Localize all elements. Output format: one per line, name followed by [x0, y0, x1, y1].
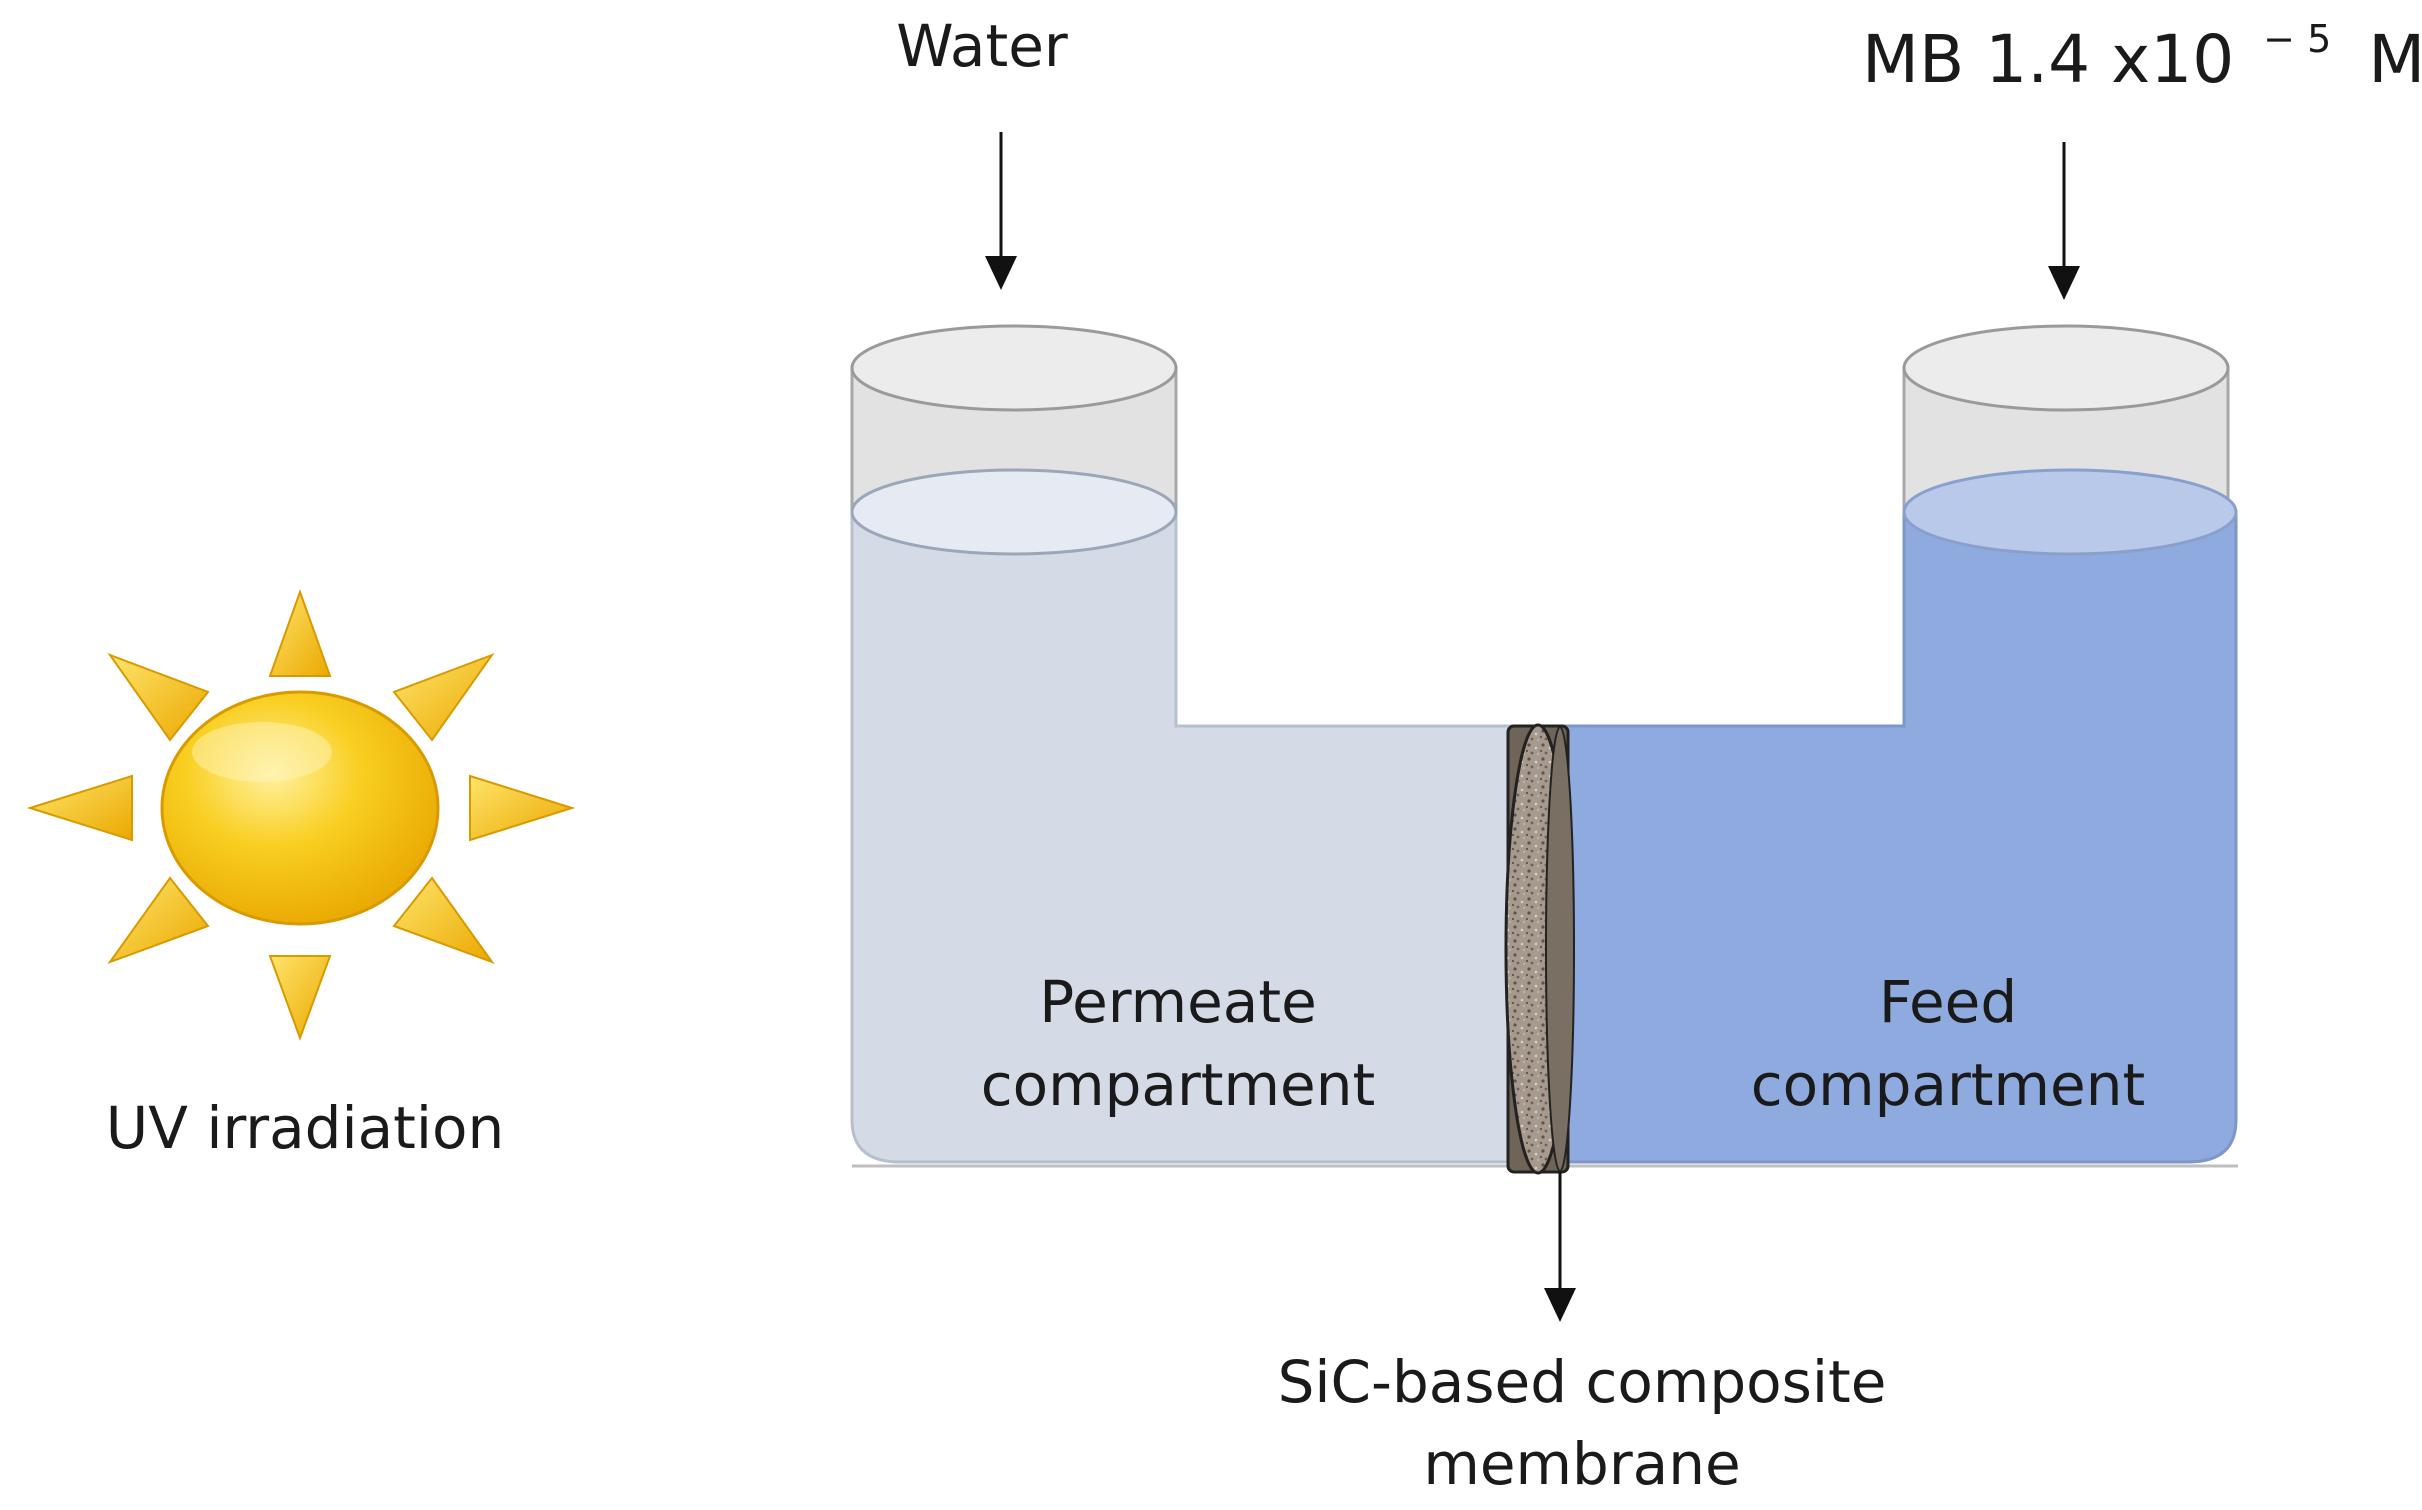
sun-icon: [26, 589, 576, 1041]
uv-label: UV irradiation: [106, 1094, 504, 1162]
sun-rays: [26, 589, 576, 1041]
mb-unit: M: [2368, 21, 2422, 98]
membrane-arrow: [1544, 1172, 1576, 1322]
mb-prefix: MB 1.4 x10: [1862, 21, 2234, 98]
mb-concentration-label: MB 1.4 x10 − 5 M: [1862, 0, 2422, 98]
feed-label-line2: compartment: [1751, 1051, 2146, 1119]
membrane-label-line2: membrane: [1423, 1430, 1740, 1498]
feed-label-line1: Feed: [1879, 968, 2017, 1036]
water-label: Water: [896, 12, 1068, 80]
sun-disc: [160, 690, 440, 926]
permeate-label-line1: Permeate: [1039, 968, 1317, 1036]
membrane-disc: [1504, 723, 1575, 1175]
feed-compartment: Feed compartment: [1558, 324, 2238, 1164]
membrane-label-line1: SiC-based composite: [1278, 1348, 1887, 1416]
mb-exponent: − 5: [2263, 17, 2331, 61]
permeate-label-line2: compartment: [981, 1051, 1376, 1119]
permeate-compartment: Permeate compartment: [850, 324, 1517, 1164]
water-arrow: [985, 132, 1017, 290]
mb-arrow: [2048, 142, 2080, 300]
